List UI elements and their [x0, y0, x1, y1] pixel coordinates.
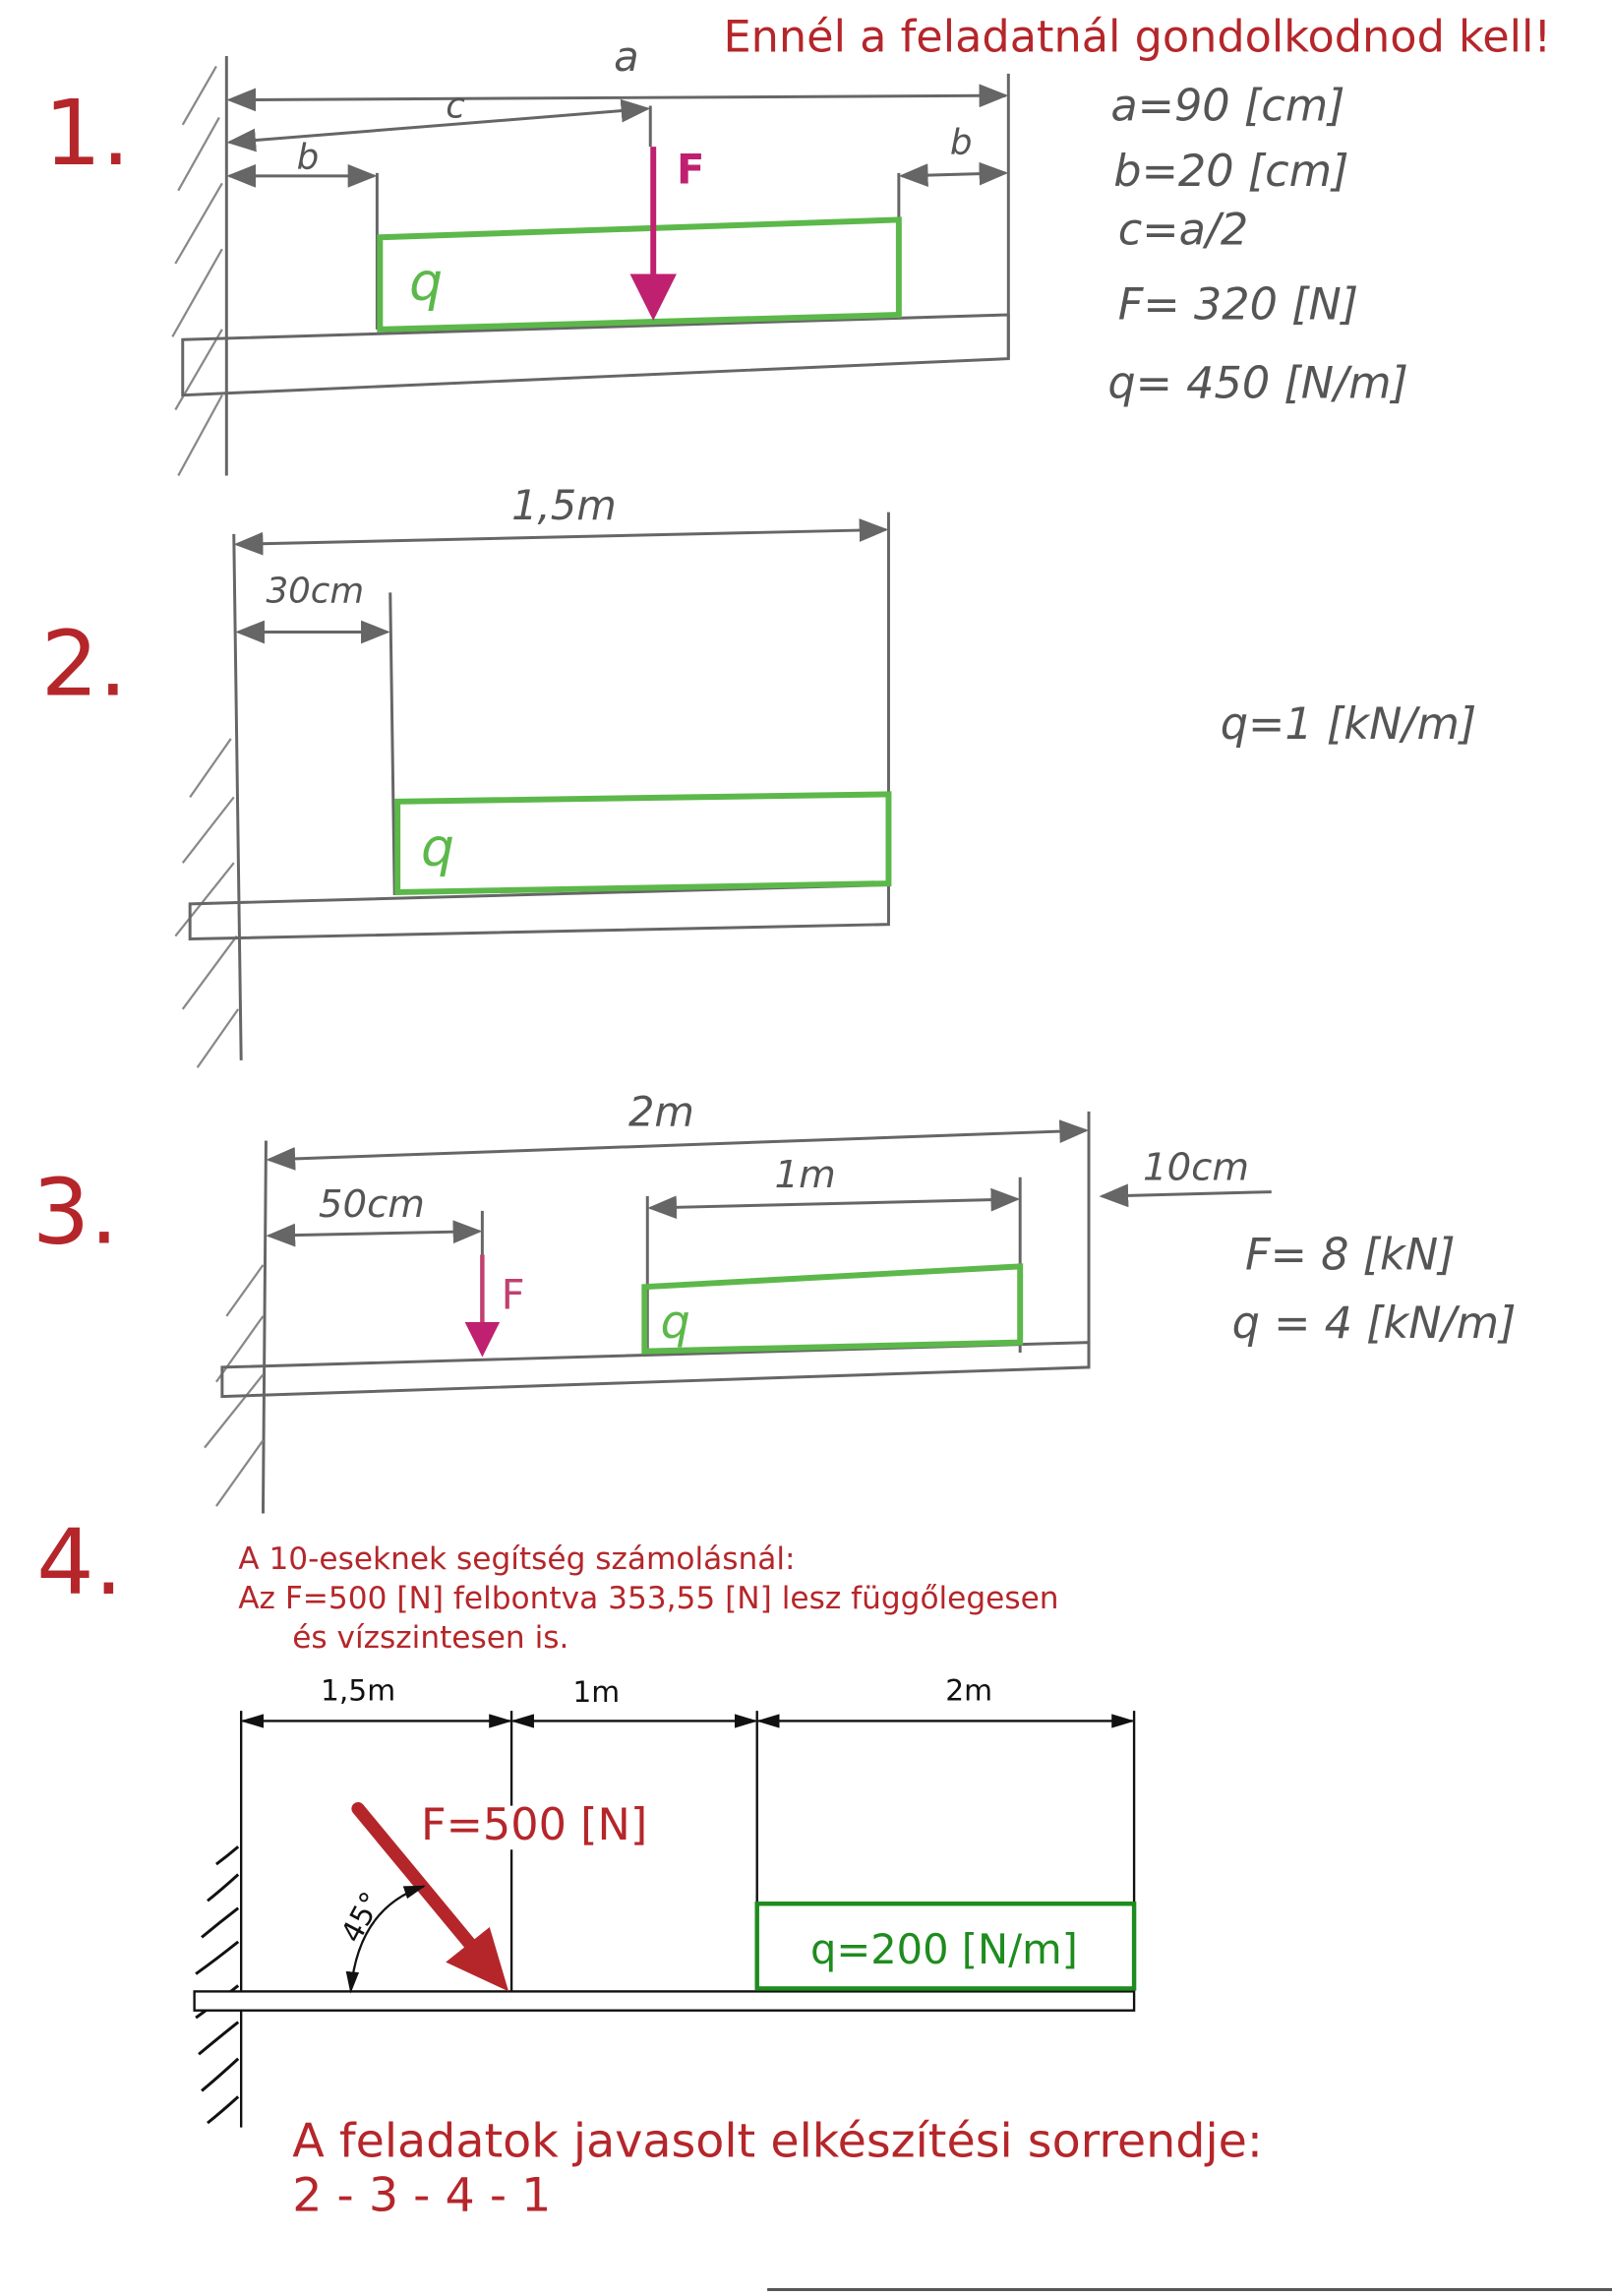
load-label: q	[661, 1296, 690, 1350]
task-4: 4. A 10-eseknek segítség számolásnál: Az…	[36, 1509, 1137, 2128]
distributed-load	[754, 1902, 1137, 1991]
load-label: q	[421, 816, 454, 878]
dimension-load-label: 1m	[775, 1153, 836, 1197]
force-arrow	[351, 1801, 509, 1992]
dimension-total	[266, 1119, 1090, 1171]
wall	[261, 1140, 268, 1514]
beam	[220, 1341, 1091, 1399]
dimension-c-label: c	[446, 86, 465, 126]
dimension-b-left-label: b	[297, 137, 320, 177]
dimension-a-label: a	[614, 32, 639, 81]
given-c: c=a/2	[1118, 205, 1249, 256]
dimension-end	[1099, 1183, 1272, 1208]
dimension-total	[233, 518, 889, 556]
dimension-load	[647, 1187, 1021, 1220]
task-number: 2.	[41, 610, 128, 716]
distributed-load	[394, 791, 892, 895]
dimension-force	[266, 1220, 483, 1247]
dimension-offset-label: 30cm	[266, 572, 364, 612]
distributed-load	[641, 1263, 1024, 1355]
given-b: b=20 [cm]	[1113, 146, 1348, 197]
dimension-3-label: 2m	[945, 1674, 992, 1709]
dimension-total-label: 1,5m	[511, 481, 617, 529]
wall-hatching	[204, 1264, 265, 1507]
dimension-1-label: 1,5m	[321, 1674, 395, 1709]
dimension-force-label: 50cm	[319, 1182, 425, 1227]
task-1: 1. a c b b q F a=90 [cm] b=20 [cm] c=a/2…	[44, 32, 1408, 476]
wall	[232, 533, 243, 1060]
angle-label: 45°	[334, 1887, 389, 1949]
wall-hatching	[171, 65, 223, 476]
task-number: 1.	[44, 80, 131, 186]
order-heading: A feladatok javasolt elkészítési sorrend…	[292, 2114, 1263, 2168]
load-label: q=200 [N/m]	[810, 1925, 1078, 1973]
beam	[188, 883, 890, 941]
given-q: q = 4 [kN/m]	[1232, 1298, 1517, 1349]
given-f: F= 320 [N]	[1118, 278, 1358, 330]
force-label: F	[502, 1270, 525, 1318]
force-label: F=500 [N]	[421, 1799, 647, 1850]
dimension-b-right-label: b	[950, 123, 973, 163]
dimension-lines	[239, 1711, 1136, 2128]
distributed-load	[377, 216, 902, 332]
wall-hatching	[195, 1845, 240, 2125]
load-label: q	[409, 251, 443, 313]
page-title: Ennél a feladatnál gondolkodnod kell!	[724, 12, 1552, 63]
wall-hatching	[174, 738, 240, 1068]
givens: a=90 [cm] b=20 [cm] c=a/2 F= 320 [N] q= …	[1107, 80, 1408, 408]
dimension-c	[226, 98, 651, 152]
dimension-end-label: 10cm	[1143, 1146, 1249, 1190]
dimension-total-label: 2m	[628, 1088, 694, 1136]
task-2: 2. 1,5m 30cm q q=1 [kN/m]	[41, 481, 1476, 1068]
task-number: 4.	[36, 1509, 123, 1615]
hint-line-2: Az F=500 [N] felbontva 353,55 [N] lesz f…	[238, 1581, 1058, 1616]
dimension-b-right	[898, 161, 1009, 187]
angle-arc	[345, 1885, 427, 1994]
given-f: F= 8 [kN]	[1245, 1229, 1456, 1280]
order-sequence: 2 - 3 - 4 - 1	[292, 2168, 551, 2222]
force-label: F	[677, 145, 704, 193]
task-number: 3.	[32, 1159, 119, 1265]
given-q: q= 450 [N/m]	[1107, 358, 1408, 409]
hint-line-3: és vízszintesen is.	[292, 1620, 568, 1656]
beam	[193, 1990, 1136, 2012]
dimension-a	[226, 84, 1009, 112]
dimension-2-label: 1m	[572, 1675, 620, 1710]
given-q: q=1 [kN/m]	[1221, 698, 1476, 750]
beam	[181, 313, 1010, 397]
given-a: a=90 [cm]	[1110, 80, 1344, 131]
hint-line-1: A 10-eseknek segítség számolásnál:	[238, 1541, 795, 1577]
task-3: 3. 2m 50cm 1m 10cm q F F= 8 [kN] q = 4 […	[32, 1088, 1517, 1514]
